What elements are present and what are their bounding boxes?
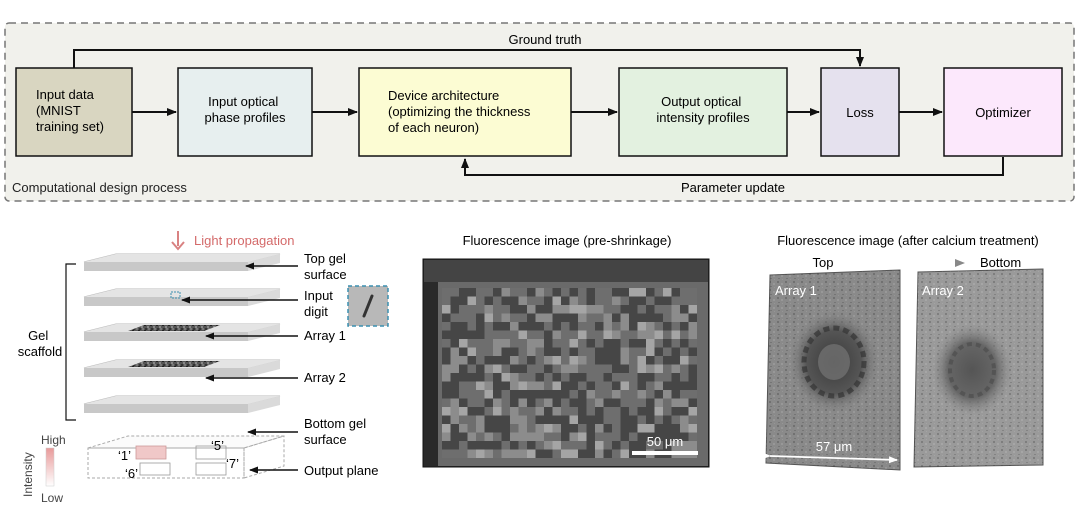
intensity-label: Intensity: [21, 452, 35, 497]
pipeline-box-device: Device architecture (optimizing the thic…: [358, 67, 572, 157]
label-array-1: Array 1: [304, 328, 346, 343]
box-device-line3: of each neuron): [388, 120, 479, 135]
pipeline-box-loss: Loss: [820, 67, 900, 157]
output-pixel-7: [195, 462, 227, 476]
svg-text:Input data (MNIST: Input data (MNIST training set): [36, 87, 104, 134]
label-input-digit-1: Input: [304, 288, 333, 303]
box-output-line1: Output optical: [661, 94, 741, 109]
svg-text:Bottom gel surface: Bottom gel surface: [304, 416, 370, 447]
box-device: [358, 67, 572, 157]
svg-text:Gel scaffold: Gel scaffold: [18, 328, 63, 359]
post-treatment-panel: Fluorescence image (after calcium treatm…: [761, 233, 1044, 471]
label-array-2: Array 2: [304, 370, 346, 385]
layer-shading: [84, 254, 280, 404]
array-2-image: Array 2: [913, 268, 1044, 468]
box-input-data: [15, 67, 133, 157]
box-loss: [820, 67, 900, 157]
bottom-label: Bottom: [980, 255, 1021, 270]
svg-text:Device architecture (o: Device architecture (optimizing the thic…: [388, 88, 534, 135]
ground-truth-arrow: [73, 49, 864, 68]
output-pixel-highlight: [135, 445, 167, 460]
output-pixel-6: [139, 462, 171, 476]
input-digit-inset: [347, 285, 389, 327]
label-top-gel-2: surface: [304, 267, 347, 282]
parameter-update-label: Parameter update: [681, 180, 785, 195]
pre-shrinkage-panel: Fluorescence image (pre-shrinkage) 50 μm: [422, 233, 710, 468]
box-input-data-line3: training set): [36, 119, 104, 134]
box-input-phase-line1: Input optical: [208, 94, 278, 109]
array-1-image-label: Array 1: [775, 283, 817, 298]
box-input-data-line2: (MNIST: [36, 103, 81, 118]
pipeline: Computational design process Ground trut…: [4, 22, 1075, 202]
label-output-plane: Output plane: [304, 463, 378, 478]
scaffold-label-line1: Gel: [28, 328, 48, 343]
digit-one-stroke: [362, 294, 374, 318]
width-arrow: [761, 452, 898, 464]
array-2-image-label: Array 2: [922, 283, 964, 298]
box-device-line1: Device architecture: [388, 88, 499, 103]
box-optimizer: [943, 67, 1063, 157]
parameter-update-arrow: [461, 157, 1004, 176]
box-output-line2: intensity profiles: [656, 110, 750, 125]
light-propagation-label: Light propagation: [194, 233, 294, 248]
top-label: Top: [813, 255, 834, 270]
label-top-gel-1: Top gel: [304, 251, 346, 266]
box-output: [618, 67, 788, 157]
svg-text:Input optical phase pr: Input optical phase profiles: [205, 94, 286, 125]
output-digit-6: ‘6’: [125, 466, 138, 481]
box-input-phase: [177, 67, 313, 157]
pipeline-box-output: Output optical intensity profiles: [618, 67, 788, 157]
pre-shrinkage-pattern: [424, 260, 708, 466]
light-arrow-head: [171, 241, 185, 251]
svg-text:Top gel surface: Top gel surface: [304, 251, 350, 282]
intensity-high-label: High: [41, 433, 66, 447]
intensity-gradient: [45, 447, 55, 487]
intensity-colorbar: High Low Intensity: [21, 433, 66, 505]
scaffold-label-line2: scaffold: [18, 344, 63, 359]
scaffold-bracket: [65, 263, 76, 421]
output-digit-1: ‘1’: [118, 448, 131, 463]
label-bottom-gel-2: surface: [304, 432, 347, 447]
ground-truth-label: Ground truth: [509, 32, 582, 47]
output-digit-7: ‘7’: [226, 456, 239, 471]
label-input-digit-2: digit: [304, 304, 328, 319]
svg-text:Output optical intensi: Output optical intensity profiles: [656, 94, 750, 125]
output-plane: ‘1’ ‘5’ ‘6’ ‘7’: [87, 435, 285, 481]
intensity-low-label: Low: [41, 491, 63, 505]
box-loss-line1: Loss: [846, 105, 874, 120]
array-1-image: Array 1: [765, 269, 901, 471]
pipeline-box-input-data: Input data (MNIST training set): [15, 67, 133, 157]
box-input-data-line1: Input data: [36, 87, 95, 102]
output-pixel-5: [195, 445, 227, 460]
box-optimizer-line1: Optimizer: [975, 105, 1031, 120]
box-input-phase-line2: phase profiles: [205, 110, 286, 125]
pipeline-box-input-phase: Input optical phase profiles: [177, 67, 313, 157]
box-device-line2: (optimizing the thickness: [388, 104, 531, 119]
svg-text:Input digit: Input digit: [304, 288, 337, 319]
layer-stack: Light propagation Gel scaffold: [18, 231, 389, 505]
scale-bar-50um-label: 50 μm: [647, 434, 683, 449]
pipeline-frame-label: Computational design process: [12, 180, 187, 195]
label-bottom-gel-1: Bottom gel: [304, 416, 366, 431]
width-label: 57 μm: [816, 439, 852, 454]
post-treatment-title: Fluorescence image (after calcium treatm…: [777, 233, 1039, 248]
output-digit-5: ‘5’: [211, 438, 224, 453]
pre-shrinkage-title: Fluorescence image (pre-shrinkage): [463, 233, 672, 248]
pipeline-box-optimizer: Optimizer: [943, 67, 1063, 157]
